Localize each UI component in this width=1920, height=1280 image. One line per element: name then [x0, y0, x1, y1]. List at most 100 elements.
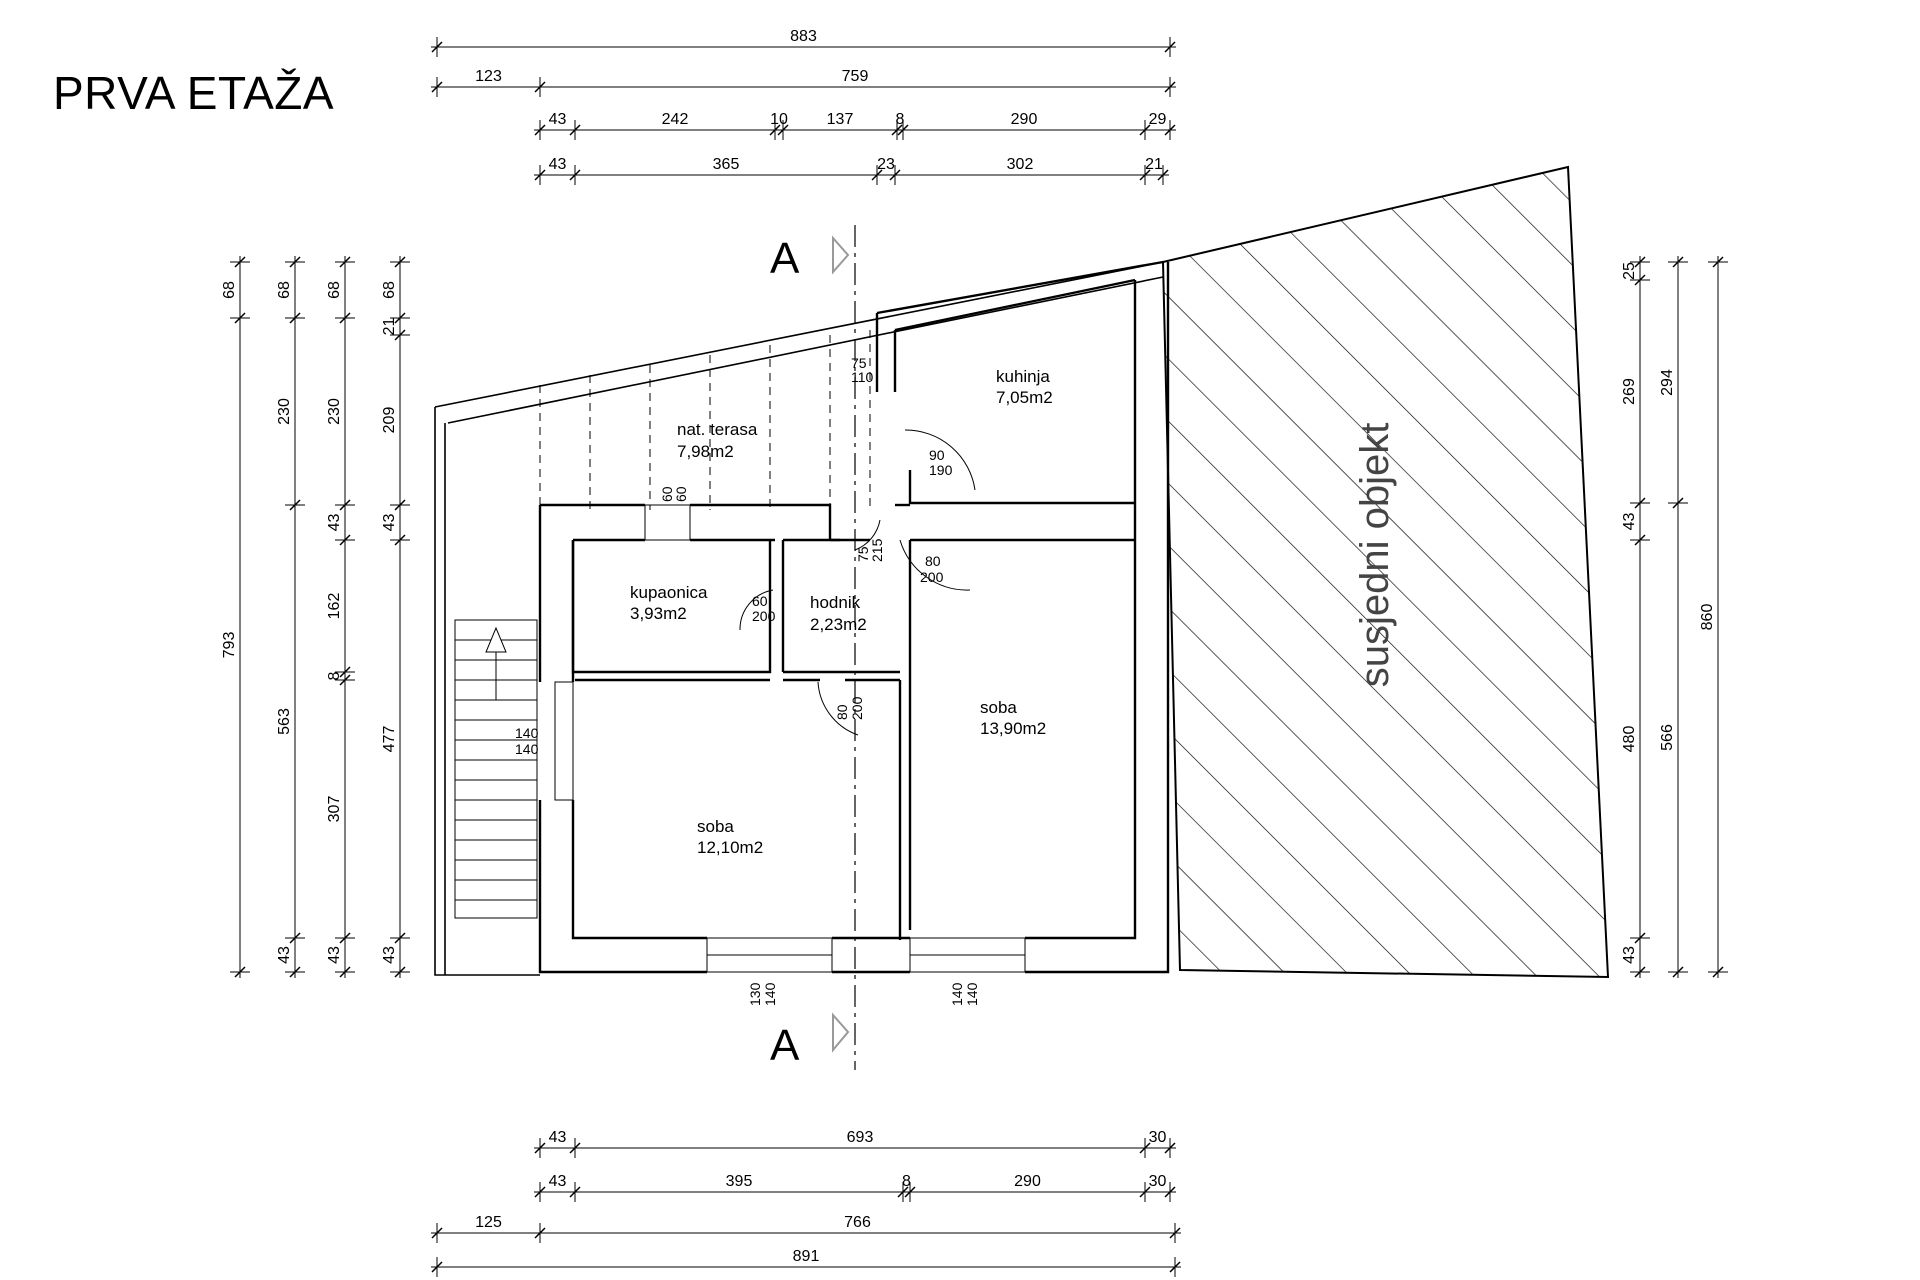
dimension-label: 269 [1621, 378, 1638, 405]
dimension-tick [431, 41, 443, 53]
page-title: PRVA ETAŽA [53, 67, 335, 119]
door-labels: 75 110 90 190 60 60 75 215 80 200 60 200… [515, 355, 980, 1006]
dimension-tick [534, 81, 546, 93]
room-name: nat. terasa [677, 420, 758, 439]
door-height: 110 [851, 369, 874, 385]
dimension-tick [569, 1142, 581, 1154]
window-height: 140 [762, 982, 778, 1006]
dimension-label: 8 [326, 671, 343, 680]
dimension-tick [289, 499, 301, 511]
dimension-tick [534, 1227, 546, 1239]
dimension-tick [1634, 932, 1646, 944]
neighbor-building: susjedni objekt [1161, 165, 1610, 979]
dimension-tick [569, 1186, 581, 1198]
dimension-label: 294 [1659, 369, 1676, 396]
dimension-tick [394, 256, 406, 268]
dimension-label: 43 [549, 111, 567, 128]
dimension-tick [234, 312, 246, 324]
dimension-tick [1169, 1261, 1181, 1273]
dimension-tick [889, 169, 901, 181]
dimension-label: 242 [662, 111, 689, 128]
staircase [454, 619, 538, 919]
dimension-label: 883 [790, 28, 817, 45]
room-name: kupaonica [630, 583, 708, 602]
dimension-tick [1634, 497, 1646, 509]
dimension-tick [289, 312, 301, 324]
dimension-tick [394, 312, 406, 324]
dimension-tick [1139, 169, 1151, 181]
door-width: 75 [855, 546, 871, 562]
room-area: 13,90m2 [980, 719, 1046, 738]
window-width: 140 [515, 725, 539, 741]
dimension-tick [431, 1227, 443, 1239]
dimension-tick [1672, 966, 1684, 978]
dimension-label: 23 [877, 156, 895, 173]
dimension-tick [569, 124, 581, 136]
neighbor-label: susjedni objekt [1353, 423, 1397, 688]
dimension-label: 766 [844, 1214, 871, 1231]
dimension-tick [431, 1261, 443, 1273]
dimension-tick [339, 256, 351, 268]
dimension-label: 43 [1621, 513, 1638, 531]
dimension-label: 563 [276, 708, 293, 735]
dimension-label: 10 [770, 111, 788, 128]
dimension-tick [897, 124, 909, 136]
dimension-tick [1634, 256, 1646, 268]
dimension-label: 162 [326, 593, 343, 620]
dimension-label: 43 [326, 946, 343, 964]
dimension-tick [897, 1186, 909, 1198]
section-line: A A [770, 225, 856, 1070]
room-name: hodnik [810, 593, 861, 612]
terrace-dashes [539, 330, 871, 510]
room-name: kuhinja [996, 367, 1050, 386]
door-height: 200 [920, 569, 944, 585]
dimension-label: 8 [896, 111, 905, 128]
dimension-tick [234, 966, 246, 978]
door-width: 60 [752, 593, 768, 609]
window-height: 140 [515, 741, 539, 757]
dimension-tick [534, 1142, 546, 1154]
door-height: 215 [869, 538, 885, 562]
window-width: 140 [949, 982, 965, 1006]
dimension-label: 8 [902, 1173, 911, 1190]
room-labels: nat. terasa 7,98m2 kuhinja 7,05m2 kupaon… [630, 367, 1053, 857]
dimension-label: 30 [1149, 1173, 1167, 1190]
dimension-tick [339, 674, 351, 686]
door-height: 200 [849, 696, 865, 720]
section-marker-bottom: A [770, 1021, 800, 1070]
windows [554, 504, 1026, 973]
door-height: 60 [673, 486, 689, 502]
dimension-label: 230 [326, 398, 343, 425]
dimension-label: 477 [381, 726, 398, 753]
dimension-tick [569, 169, 581, 181]
dimension-tick [234, 256, 246, 268]
dimension-tick [534, 124, 546, 136]
dimension-label: 137 [827, 111, 854, 128]
dimension-label: 43 [1621, 946, 1638, 964]
dimension-tick [1672, 497, 1684, 509]
dimension-label: 43 [549, 1129, 567, 1146]
room-area: 7,05m2 [996, 388, 1053, 407]
dimension-tick [1712, 966, 1724, 978]
terrace-outline [434, 261, 1164, 976]
dimension-label: 43 [326, 514, 343, 532]
dimension-tick [871, 169, 883, 181]
dimension-tick [289, 966, 301, 978]
dimension-label: 860 [1699, 604, 1716, 631]
dimension-tick [289, 256, 301, 268]
dimension-tick [1169, 1227, 1181, 1239]
dimension-tick [1164, 1142, 1176, 1154]
dimension-tick [1634, 966, 1646, 978]
dimension-tick [339, 534, 351, 546]
room-area: 3,93m2 [630, 604, 687, 623]
dimension-tick [339, 966, 351, 978]
dimension-tick [1164, 41, 1176, 53]
dimension-label: 21 [381, 318, 398, 336]
dimension-tick [431, 81, 443, 93]
dimension-tick [1634, 274, 1646, 286]
door-swings [739, 429, 976, 736]
dimension-tick [1164, 81, 1176, 93]
dimension-label: 25 [1621, 262, 1638, 280]
dimension-label: 395 [726, 1173, 753, 1190]
door-width: 90 [929, 447, 945, 463]
